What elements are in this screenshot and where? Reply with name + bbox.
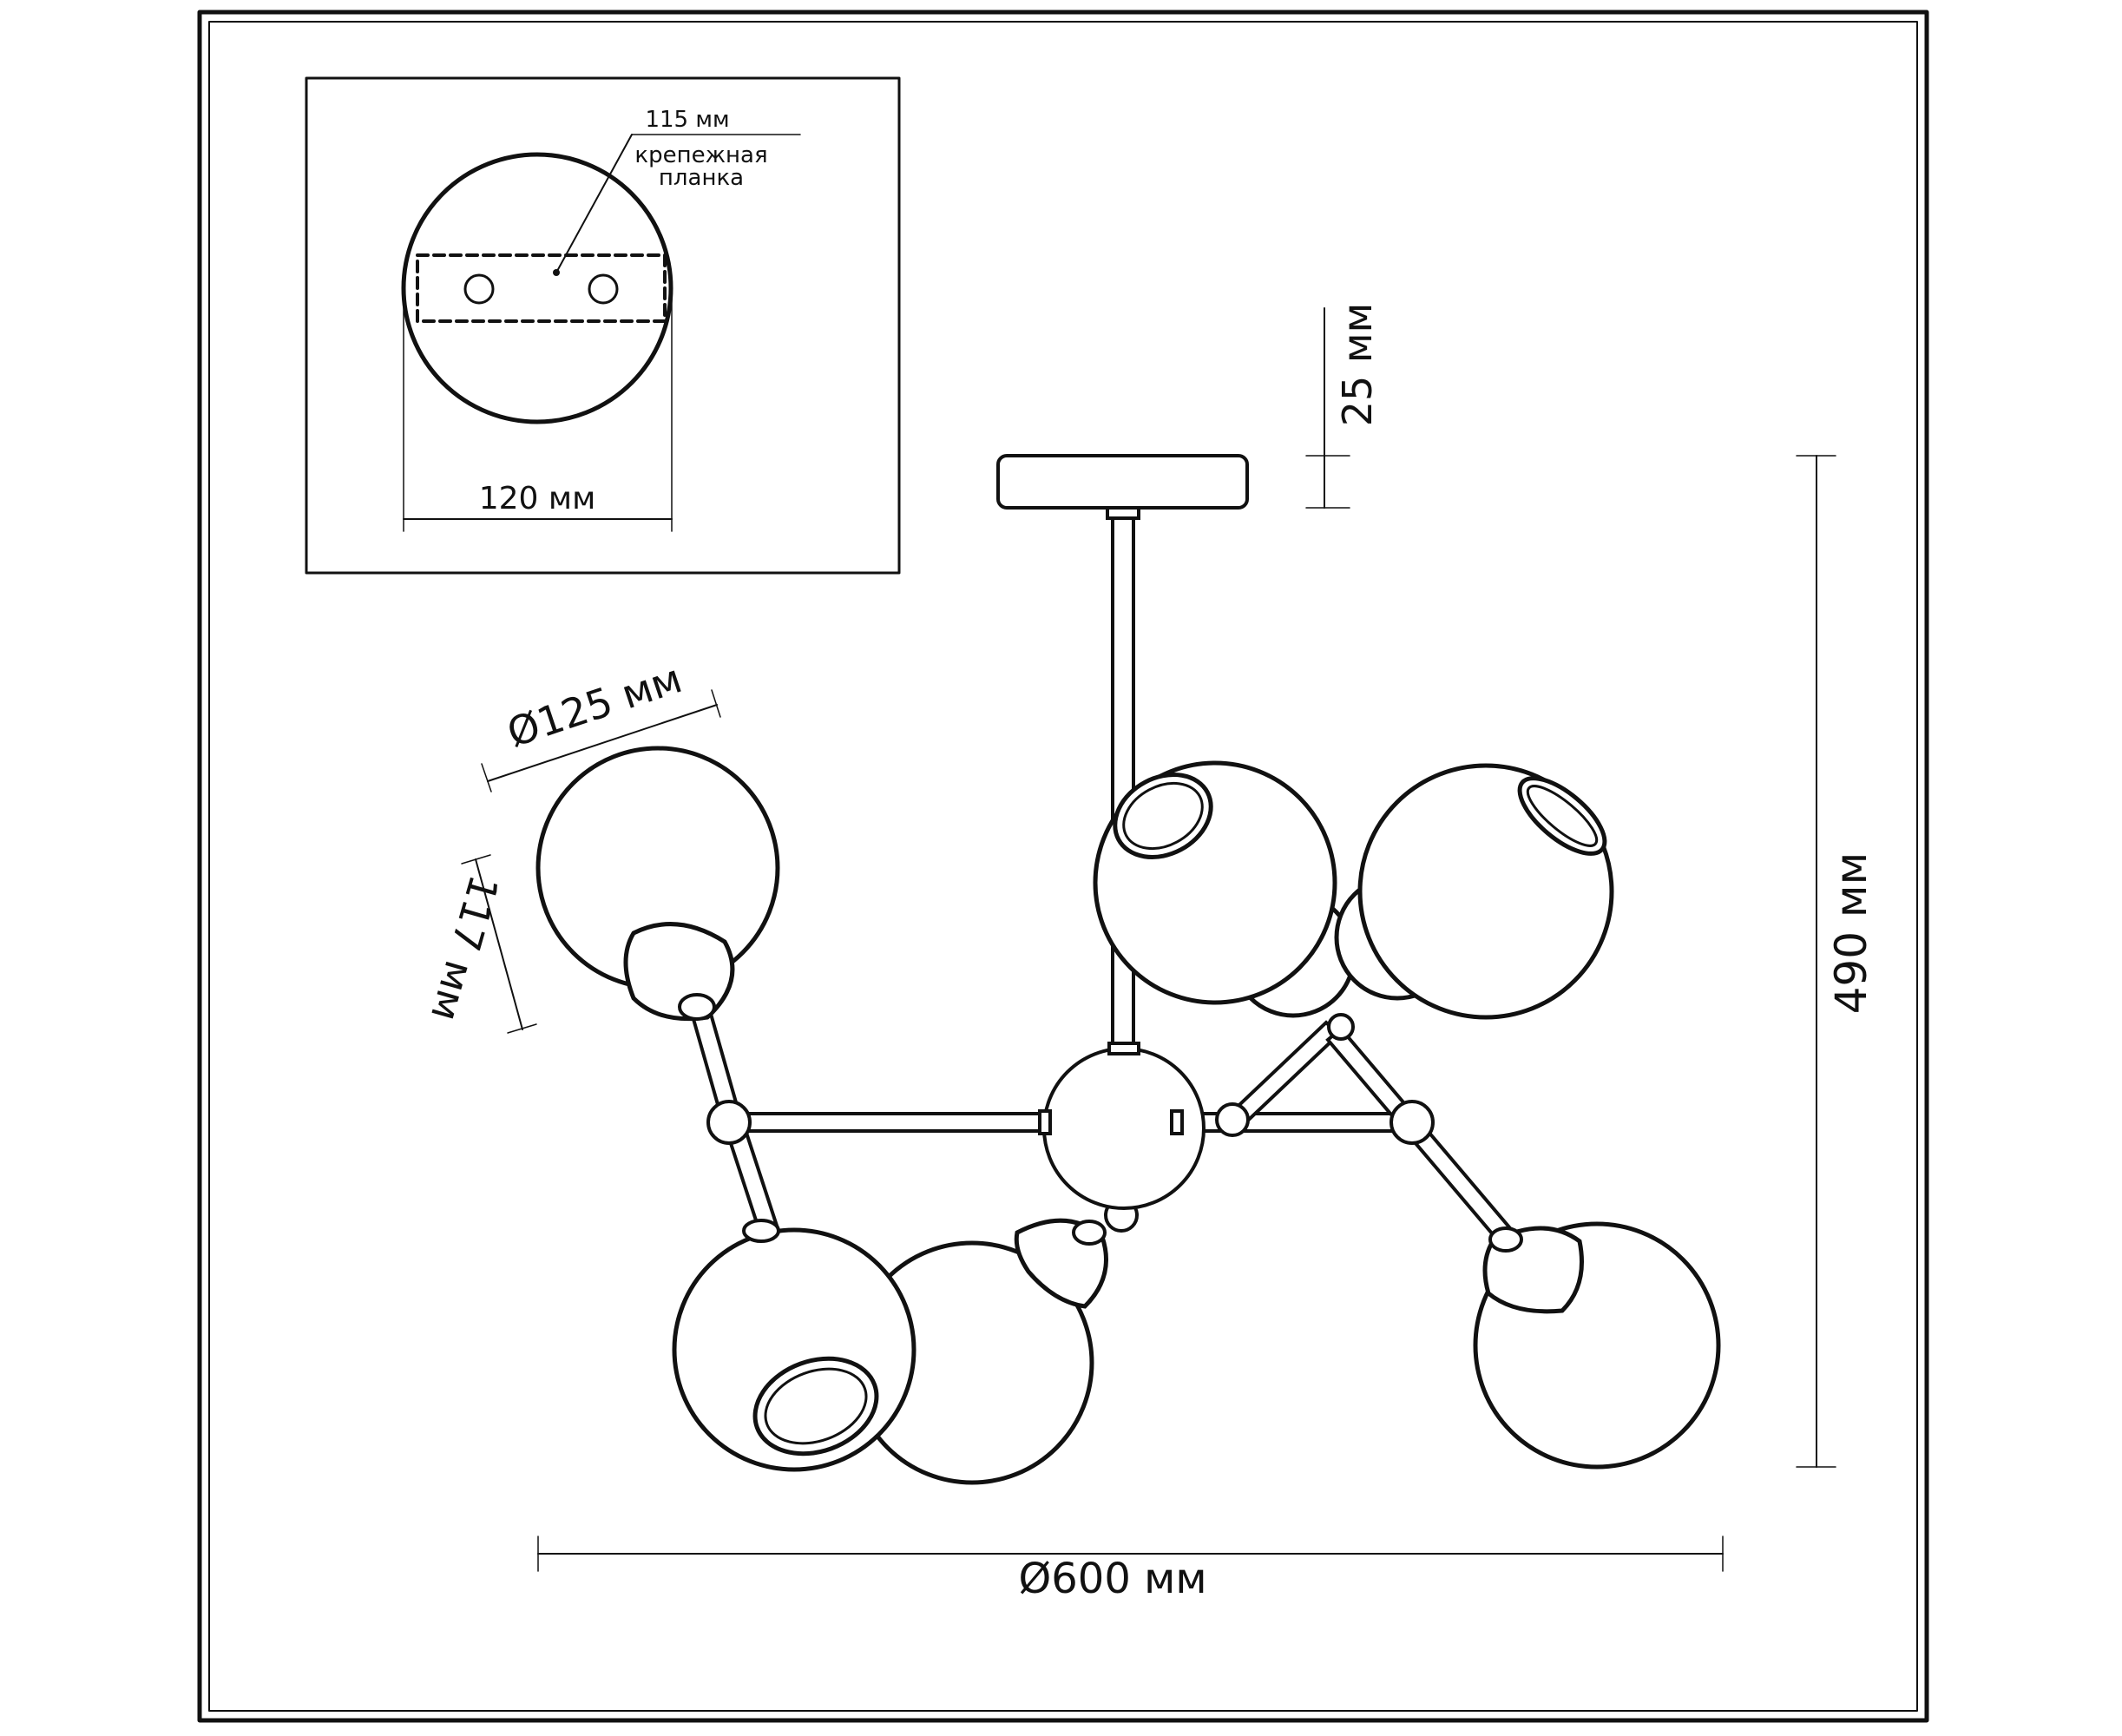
globe-bottom-left [672,1219,916,1472]
globe-bottom-right [1473,1221,1721,1470]
shade-diameter-ext-right [711,689,721,718]
globe-bottom-left-socket [742,1219,780,1243]
bracket-leader-line [555,134,633,273]
joint-right [1389,1100,1435,1145]
canopy-height-label: 25 мм [1334,303,1381,427]
inner-frame [208,21,1918,1712]
total-diameter-label: Ø600 мм [1018,1555,1206,1603]
canopy-plate [401,152,673,424]
outer-frame [197,10,1929,1723]
globe-bottom-middle-socket [1072,1220,1107,1246]
joint-inner [1215,1102,1250,1137]
total-height-dimension: 490 мм [1796,455,1876,1468]
mounting-hole-right [588,273,619,305]
shade-height-dimension: 117 мм [422,854,537,1034]
bracket-label-line2: планка [659,165,744,191]
shade-height-label: 117 мм [422,870,508,1026]
rod-left-horizontal [727,1112,1052,1133]
joint-left [706,1100,752,1145]
globe-top-right [1357,763,1614,1020]
joint-right-upper [1327,1013,1355,1041]
globe-top-center-rim-inner [1122,781,1204,851]
globe-top-right-rim-inner [1526,785,1599,847]
shade-diameter-label: Ø125 мм [502,654,687,756]
canopy [996,454,1249,510]
canopy-diameter-label: 120 мм [479,481,595,516]
canopy-top-view-inset: 115 мм крепежная планка 120 мм [305,76,901,575]
rod-right-horizontal [1179,1112,1399,1133]
shade-height-line [475,858,523,1030]
inset-frame [305,76,901,575]
shade-diameter-ext-left [481,763,492,792]
globe-bottom-left-rim-inner [764,1367,868,1445]
mounting-bracket [416,253,667,323]
total-diameter-dimension: Ø600 мм [537,1535,1724,1603]
globe-top-center [1093,760,1337,1005]
total-height-label: 490 мм [1826,852,1876,1015]
hub-top-collar [1107,1042,1140,1055]
mounting-hole-left [463,273,495,305]
hub-right-collar [1170,1109,1184,1135]
globe-top-left-socket [678,993,716,1021]
globe-bottom-right-socket [1488,1226,1523,1253]
hub-left-collar [1038,1109,1052,1135]
chandelier [535,454,1721,1485]
spacing-label: 115 мм [645,107,729,133]
globe-top-left [535,746,780,1022]
bracket-label-line1: крепежная [634,142,767,168]
canopy-height-dimension: 25 мм [1305,303,1381,509]
shade-diameter-line [487,704,718,782]
stem-collar [1106,506,1140,520]
